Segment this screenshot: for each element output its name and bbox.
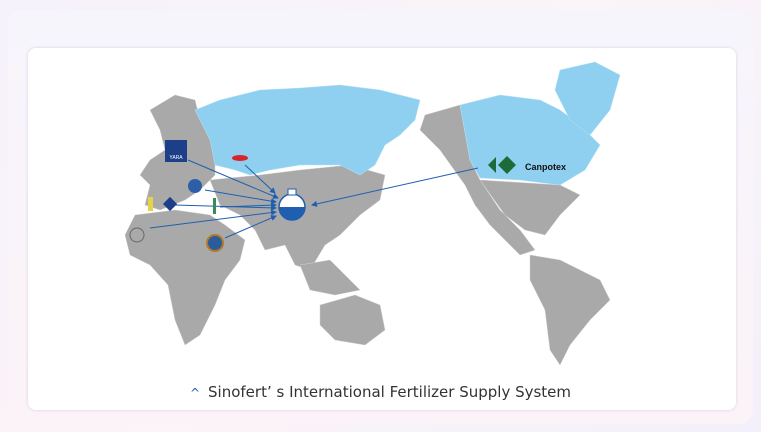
arrow-morocco xyxy=(149,209,277,229)
belarus-supplier-logo xyxy=(188,179,202,193)
russia xyxy=(194,84,421,176)
supply-arrows xyxy=(149,159,479,239)
caption-text: Sinofert’ s International Fertilizer Sup… xyxy=(208,383,572,401)
south-america xyxy=(529,254,611,366)
yara-logo: YARA xyxy=(165,140,187,162)
greenland xyxy=(554,61,621,136)
africa xyxy=(124,209,246,346)
canpotex-label: Canpotex xyxy=(525,162,567,172)
svg-text:YARA: YARA xyxy=(169,155,183,161)
canpotex-logo xyxy=(488,156,516,174)
russia-supplier-logo xyxy=(232,155,248,161)
arrow-belarus xyxy=(204,189,277,205)
gear-supplier-logo xyxy=(206,234,224,252)
diamond-supplier-logo xyxy=(162,196,178,212)
yellow-supplier-logo xyxy=(148,197,153,211)
sinofert-hub-logo xyxy=(278,188,306,221)
figure-caption: ^ Sinofert’ s International Fertilizer Su… xyxy=(0,383,761,401)
north-america xyxy=(419,104,536,256)
arrow-russia xyxy=(244,164,276,194)
australia xyxy=(319,294,386,346)
arrow-canpotex xyxy=(311,167,479,207)
caption-marker: ^ xyxy=(189,386,201,400)
morocco-supplier-logo xyxy=(129,227,145,243)
arrow-yara xyxy=(187,159,279,199)
southeast-asia xyxy=(299,259,361,296)
arrow-green xyxy=(219,202,277,209)
green-supplier-logo xyxy=(213,198,216,214)
usa xyxy=(479,179,581,236)
arrow-gear xyxy=(224,215,277,239)
